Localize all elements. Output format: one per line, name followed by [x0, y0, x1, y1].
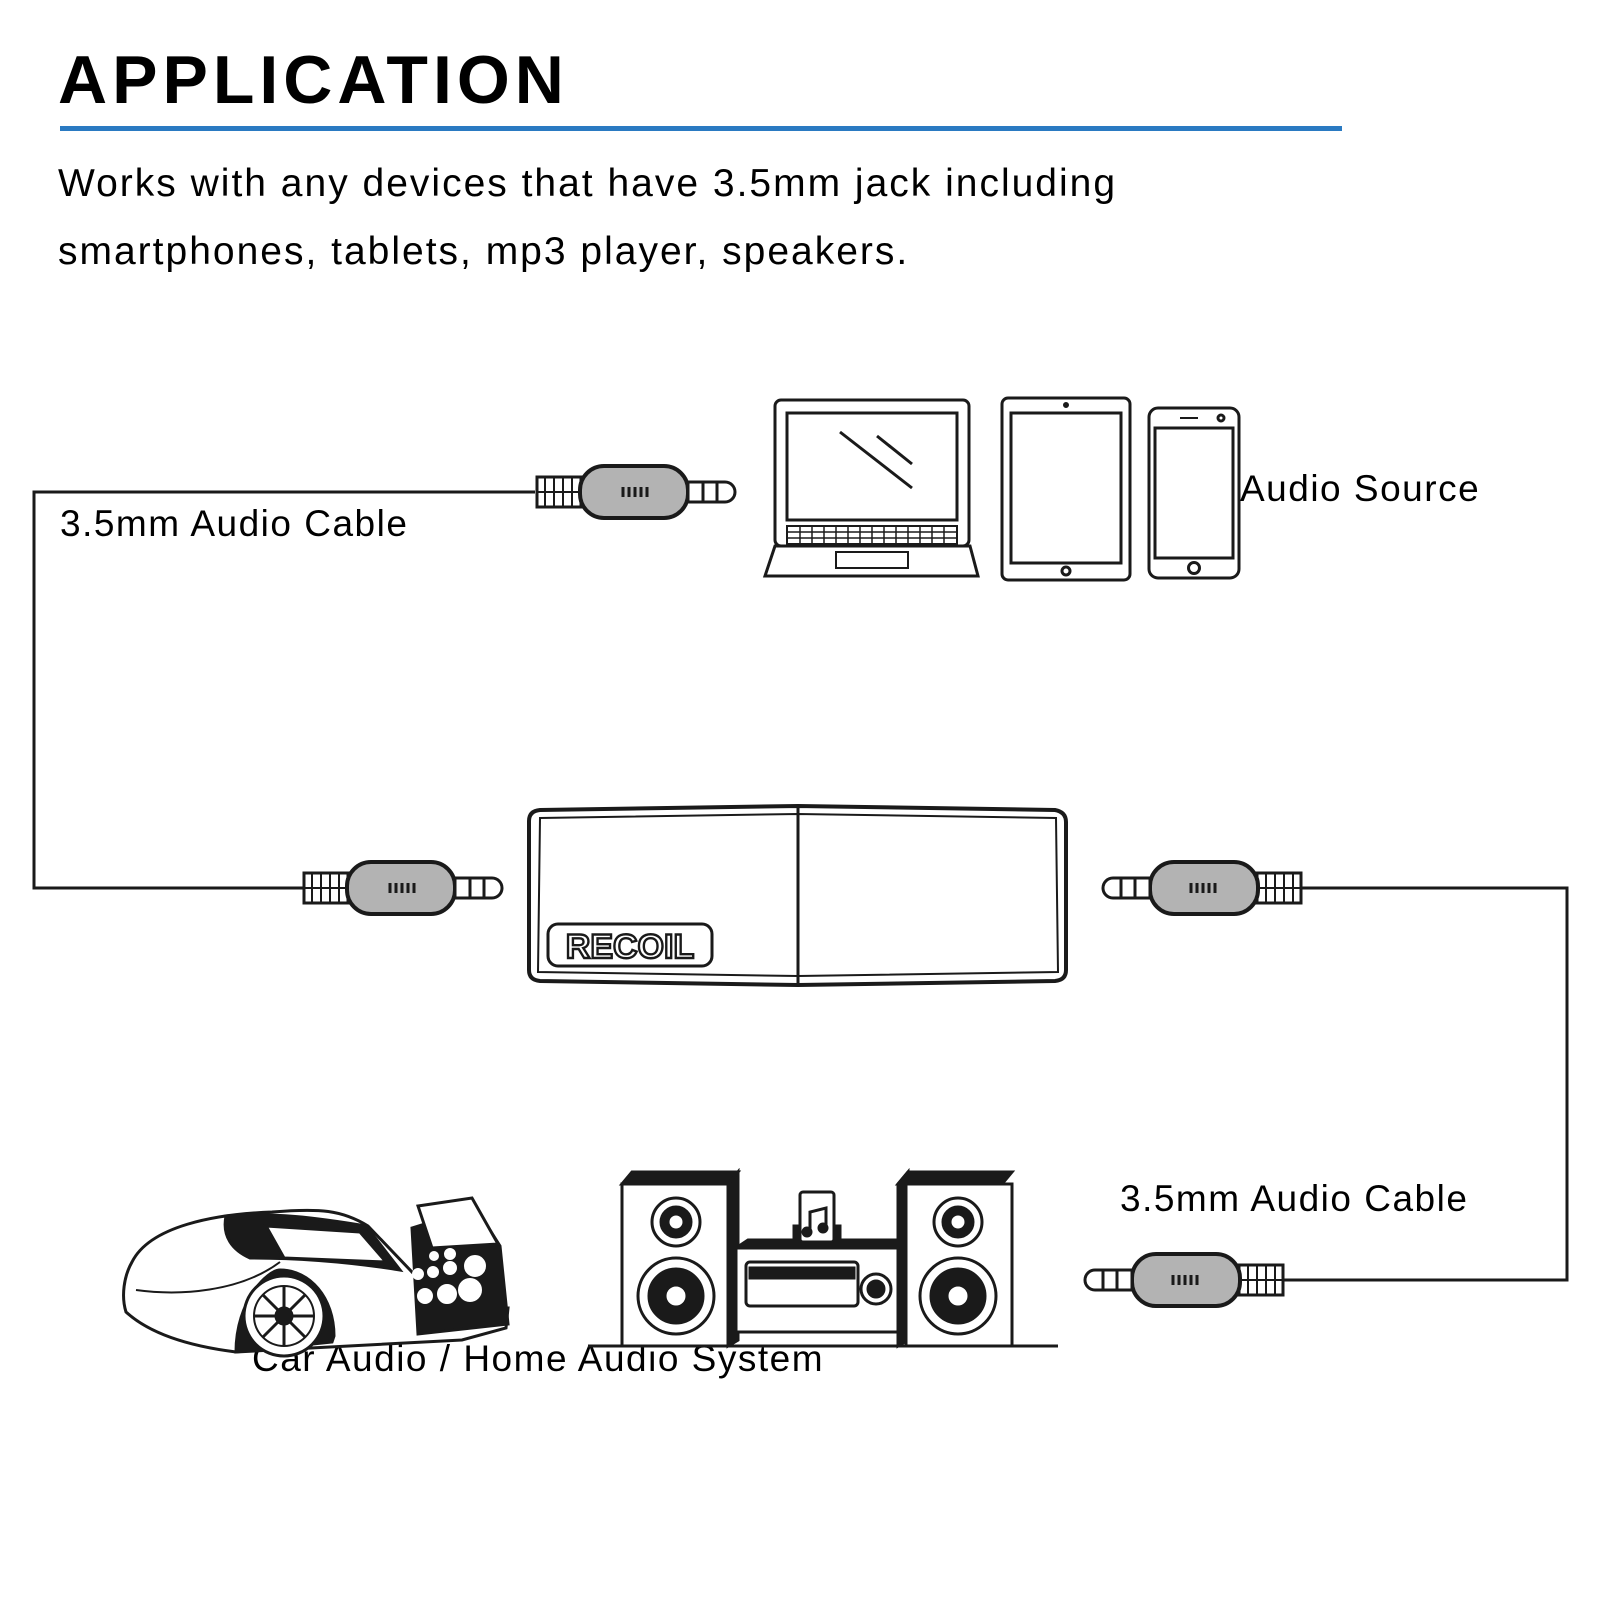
recoil-device: RECOIL [527, 803, 1068, 988]
audio-plug-icon [1083, 1252, 1285, 1308]
stereo-system-icon [588, 1167, 1058, 1349]
audio-source-label: Audio Source [1240, 468, 1481, 509]
description: Works with any devices that have 3.5mm j… [58, 150, 1358, 286]
description-line-2: smartphones, tablets, mp3 player, speake… [58, 230, 910, 273]
cable-label-top: 3.5mm Audio Cable [60, 503, 409, 544]
cable-label-bottom: 3.5mm Audio Cable [1120, 1178, 1469, 1219]
audio-plug-icon [1101, 860, 1303, 916]
title-underline [60, 126, 1342, 131]
audio-plug-icon [302, 860, 504, 916]
cable-line-right [1275, 886, 1569, 1282]
smartphone-icon [1147, 406, 1241, 580]
cable-line-left [32, 490, 535, 890]
laptop-icon [762, 398, 980, 578]
description-line-1: Works with any devices that have 3.5mm j… [58, 162, 1118, 205]
page-title: APPLICATION [58, 42, 569, 118]
music-note-icon [808, 1206, 828, 1232]
car-icon [122, 1196, 510, 1358]
audio-plug-icon [535, 464, 737, 520]
brand-logo: RECOIL [566, 928, 694, 966]
tablet-icon [1000, 396, 1132, 582]
